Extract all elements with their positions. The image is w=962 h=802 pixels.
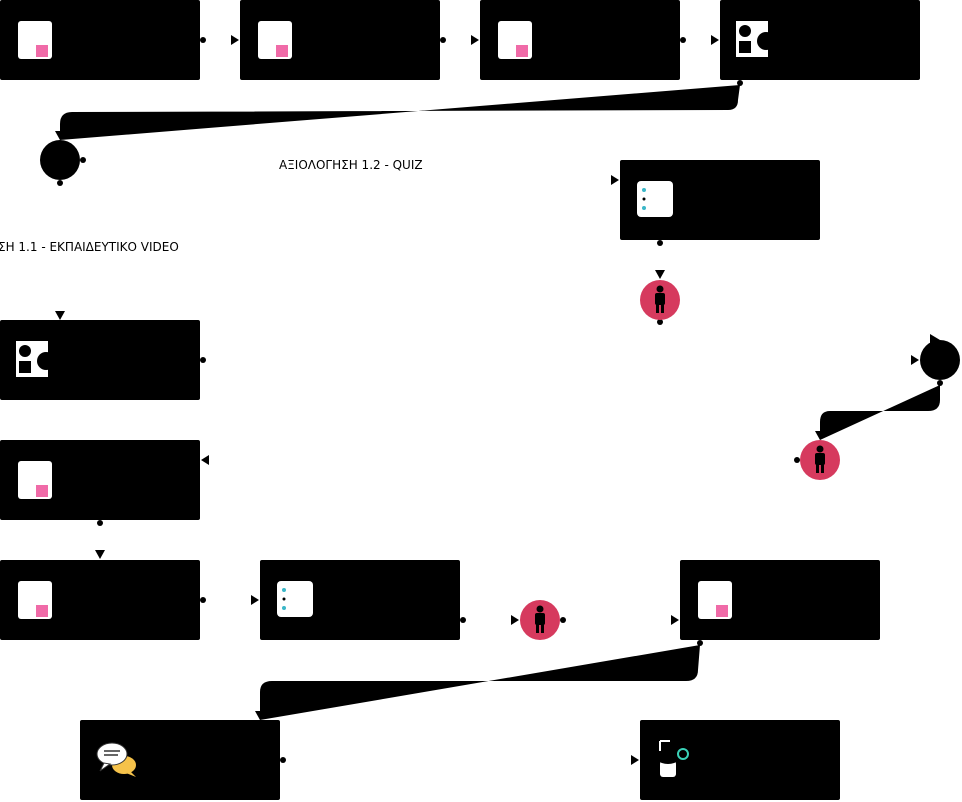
- document-icon: [16, 459, 54, 501]
- document-icon: [696, 579, 734, 621]
- flow-node-9[interactable]: [260, 560, 460, 640]
- person-icon: [535, 605, 545, 633]
- document-icon: [496, 19, 534, 61]
- shapes-icon: [16, 339, 55, 381]
- flow-node-7[interactable]: [0, 440, 200, 520]
- flow-node-12[interactable]: [640, 720, 840, 800]
- flow-node-5[interactable]: [620, 160, 820, 240]
- flow-node-11[interactable]: [80, 720, 280, 800]
- intermediate-event[interactable]: [920, 340, 960, 380]
- chat-icon: [96, 739, 136, 781]
- flow-node-6[interactable]: [0, 320, 200, 400]
- user-task-3[interactable]: [520, 600, 560, 640]
- flow-node-1[interactable]: [0, 0, 200, 80]
- database-icon: [656, 739, 694, 781]
- user-task-1[interactable]: [640, 280, 680, 320]
- user-task-2[interactable]: [800, 440, 840, 480]
- quiz-label: ΑΞΙΟΛΟΓΗΣΗ 1.2 - QUIZ: [279, 158, 423, 172]
- video-label: ΣΗ 1.1 - ΕΚΠΑΙΔΕΥΤΙΚΟ VIDEO: [0, 240, 179, 254]
- person-icon: [655, 285, 665, 313]
- flow-node-10[interactable]: [680, 560, 880, 640]
- flow-node-3[interactable]: [480, 0, 680, 80]
- shapes-icon: [736, 19, 775, 61]
- flow-node-2[interactable]: [240, 0, 440, 80]
- checklist-icon: [276, 579, 314, 621]
- flow-node-4[interactable]: [720, 0, 920, 80]
- person-icon: [815, 445, 825, 473]
- flow-node-8[interactable]: [0, 560, 200, 640]
- start-event[interactable]: [40, 140, 80, 180]
- document-icon: [16, 579, 54, 621]
- checklist-icon: [636, 179, 674, 221]
- document-icon: [16, 19, 54, 61]
- document-icon: [256, 19, 294, 61]
